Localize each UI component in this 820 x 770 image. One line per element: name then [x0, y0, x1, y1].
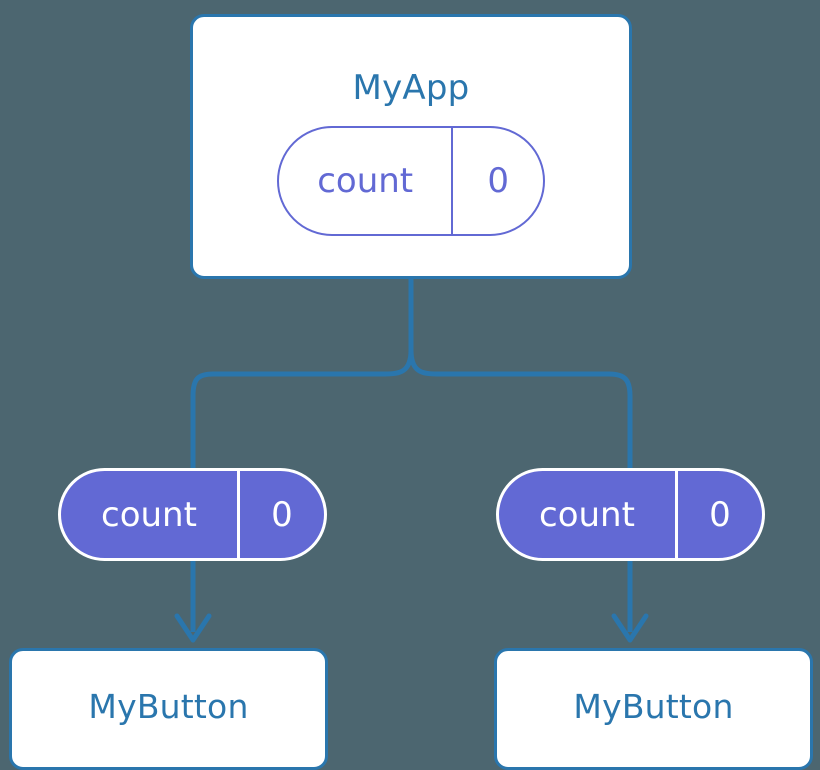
arrowhead-right	[611, 613, 649, 643]
arrowhead-left	[174, 613, 212, 643]
state-value-branch-right: 0	[674, 471, 762, 558]
component-label-mybutton-right: MyButton	[573, 686, 734, 726]
state-key-branch-right: count	[539, 494, 635, 535]
state-key-branch-left: count	[101, 494, 197, 535]
component-node-mybutton-right[interactable]: MyButton	[494, 648, 813, 770]
branch-connector-right	[408, 349, 633, 468]
branch-connector-left	[190, 349, 414, 468]
state-key-myapp: count	[317, 161, 414, 201]
component-node-mybutton-left[interactable]: MyButton	[9, 648, 328, 770]
component-label-myapp: MyApp	[352, 68, 470, 108]
state-value-branch-left: 0	[236, 471, 324, 558]
state-value-myapp: 0	[451, 128, 543, 234]
component-label-mybutton-left: MyButton	[88, 686, 249, 726]
state-pill-myapp[interactable]: count 0	[277, 126, 545, 236]
state-pill-branch-right[interactable]: count 0	[496, 468, 765, 561]
state-pill-branch-left[interactable]: count 0	[58, 468, 327, 561]
